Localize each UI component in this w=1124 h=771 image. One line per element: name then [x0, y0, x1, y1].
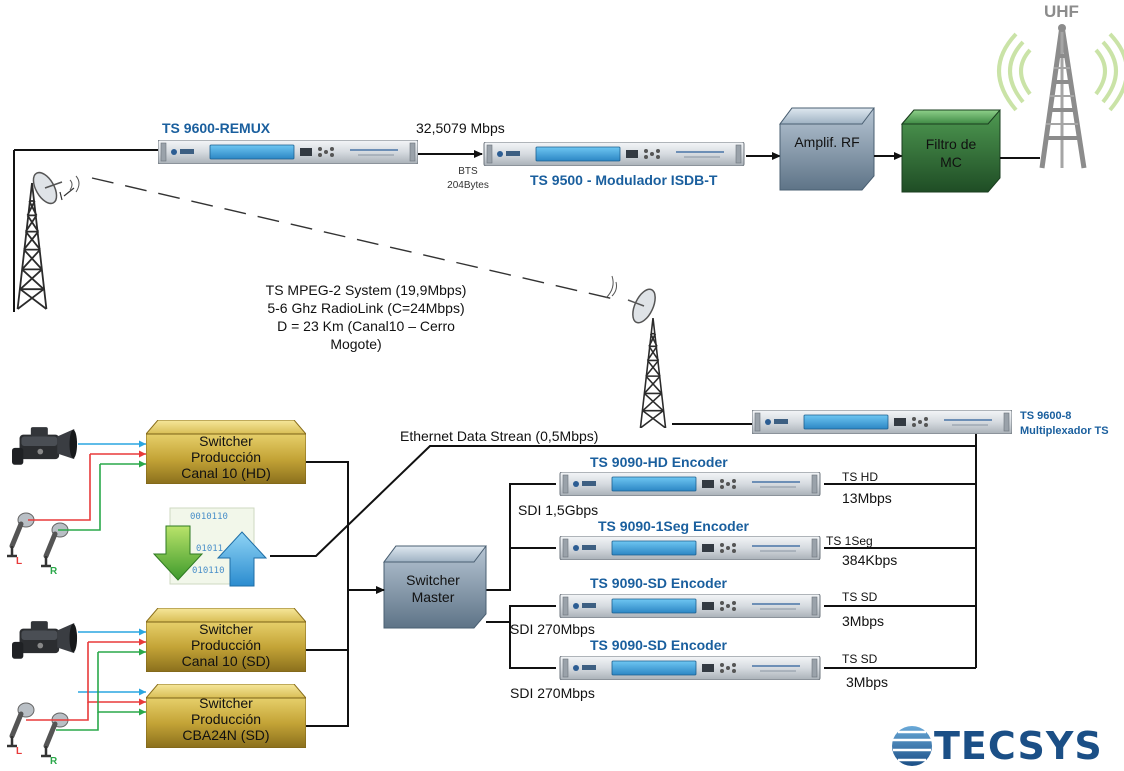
mic-hd-left-label: L — [16, 556, 23, 567]
switcher-cba24n-line1: Switcher — [199, 695, 253, 711]
data-icon-binary-3: 010110 — [192, 566, 225, 576]
encoder-sd-2-title: TS 9090-SD Encoder — [590, 637, 727, 653]
mic-left-sd-icon — [7, 703, 34, 746]
radio-link-dashed-line — [91, 177, 619, 301]
encoder-output-bus — [824, 434, 977, 669]
bts-label: BTS — [458, 166, 478, 177]
camera-hd-icon — [12, 427, 78, 465]
sdi-sd-2-label: SDI 270Mbps — [510, 685, 595, 701]
link-desc-line2: 5-6 Ghz RadioLink (C=24Mbps) — [267, 300, 465, 316]
bytes-label: 204Bytes — [447, 180, 489, 191]
data-stream-icon — [152, 507, 268, 587]
switcher-sd-line2: Producción — [190, 637, 262, 653]
encoder-sd-1-rack — [558, 594, 822, 618]
ethernet-data-line — [270, 445, 976, 557]
link-desc-line4: Mogote) — [330, 336, 382, 352]
rx-middle-dish — [605, 275, 656, 324]
link-desc-line3: D = 23 Km (Canal10 – Cerro — [277, 318, 455, 334]
ts-hd-rate: 13Mbps — [842, 490, 892, 506]
modulator-title: TS 9500 - Modulador ISDB-T — [530, 172, 718, 188]
switchers-to-master-lines — [306, 461, 349, 727]
switcher-sd-line3: Canal 10 (SD) — [181, 653, 271, 669]
encoder-sd-2-rack — [558, 656, 822, 680]
master-line1: Switcher — [406, 572, 460, 588]
filter-label-line2: MC — [940, 154, 962, 170]
ts-hd-label: TS HD — [842, 470, 878, 484]
master-line2: Master — [411, 589, 455, 605]
ts-sd-2-label: TS SD — [842, 652, 878, 666]
filter-label-line1: Filtro de — [925, 136, 977, 152]
data-icon-binary-2: 01011 — [196, 544, 224, 554]
tecsys-logo-globe — [892, 726, 932, 766]
sdi-hd-label: SDI 1,5Gbps — [518, 502, 599, 518]
master-to-encoders-lines — [486, 483, 556, 669]
uhf-label: UHF — [1044, 2, 1079, 21]
av-signal-lines-hd — [28, 440, 146, 531]
switcher-master-box — [383, 545, 487, 629]
multiplexer-rack-unit — [752, 410, 1012, 434]
amplifier-label: Amplif. RF — [794, 134, 860, 150]
switcher-sd-line1: Switcher — [199, 621, 253, 637]
av-signal-lines-sd — [26, 628, 146, 731]
rx-middle-tower — [639, 318, 667, 428]
camera-sd-icon — [12, 621, 78, 659]
mc-filter-box — [900, 109, 1002, 193]
tx-left-dish — [32, 171, 80, 205]
rf-amplifier-box — [779, 107, 875, 191]
mux-title-line2: Multiplexador TS — [1020, 425, 1109, 437]
uhf-antenna-tower — [997, 24, 1124, 169]
encoder-hd-title: TS 9090-HD Encoder — [590, 454, 728, 470]
switcher-hd-line2: Producción — [190, 449, 262, 465]
transport-rate-label: 32,5079 Mbps — [416, 120, 505, 136]
encoder-1seg-title: TS 9090-1Seg Encoder — [598, 518, 749, 534]
switcher-cba24n-line2: Producción — [190, 711, 262, 727]
mic-hd-right-label: R — [50, 566, 58, 577]
modulator-rack-unit — [482, 142, 746, 166]
remux-title: TS 9600-REMUX — [162, 120, 271, 136]
switcher-hd-line1: Switcher — [199, 433, 253, 449]
ts-1seg-rate: 384Kbps — [842, 552, 898, 568]
mic-sd-right-label: R — [50, 756, 58, 767]
mux-title-line1: TS 9600-8 — [1020, 410, 1072, 422]
ts-sd-1-rate: 3Mbps — [842, 613, 885, 629]
sdi-sd-1-label: SDI 270Mbps — [510, 621, 595, 637]
tecsys-logo-text: TECSYS — [934, 724, 1103, 768]
encoder-hd-rack — [558, 472, 822, 496]
data-icon-binary-1: 0010110 — [190, 512, 228, 522]
link-desc-line1: TS MPEG-2 System (19,9Mbps) — [265, 282, 467, 298]
switcher-hd-line3: Canal 10 (HD) — [181, 465, 271, 481]
encoder-sd-1-title: TS 9090-SD Encoder — [590, 575, 727, 591]
ts-sd-2-rate: 3Mbps — [846, 674, 889, 690]
remux-rack-unit — [158, 140, 418, 164]
encoder-1seg-rack — [558, 536, 822, 560]
ethernet-label: Ethernet Data Strean (0,5Mbps) — [400, 428, 599, 444]
mic-sd-left-label: L — [16, 746, 23, 757]
ts-1seg-label: TS 1Seg — [826, 534, 873, 548]
ts-sd-1-label: TS SD — [842, 590, 878, 604]
tx-left-tower — [13, 150, 48, 312]
switcher-cba24n-line3: CBA24N (SD) — [182, 727, 270, 743]
